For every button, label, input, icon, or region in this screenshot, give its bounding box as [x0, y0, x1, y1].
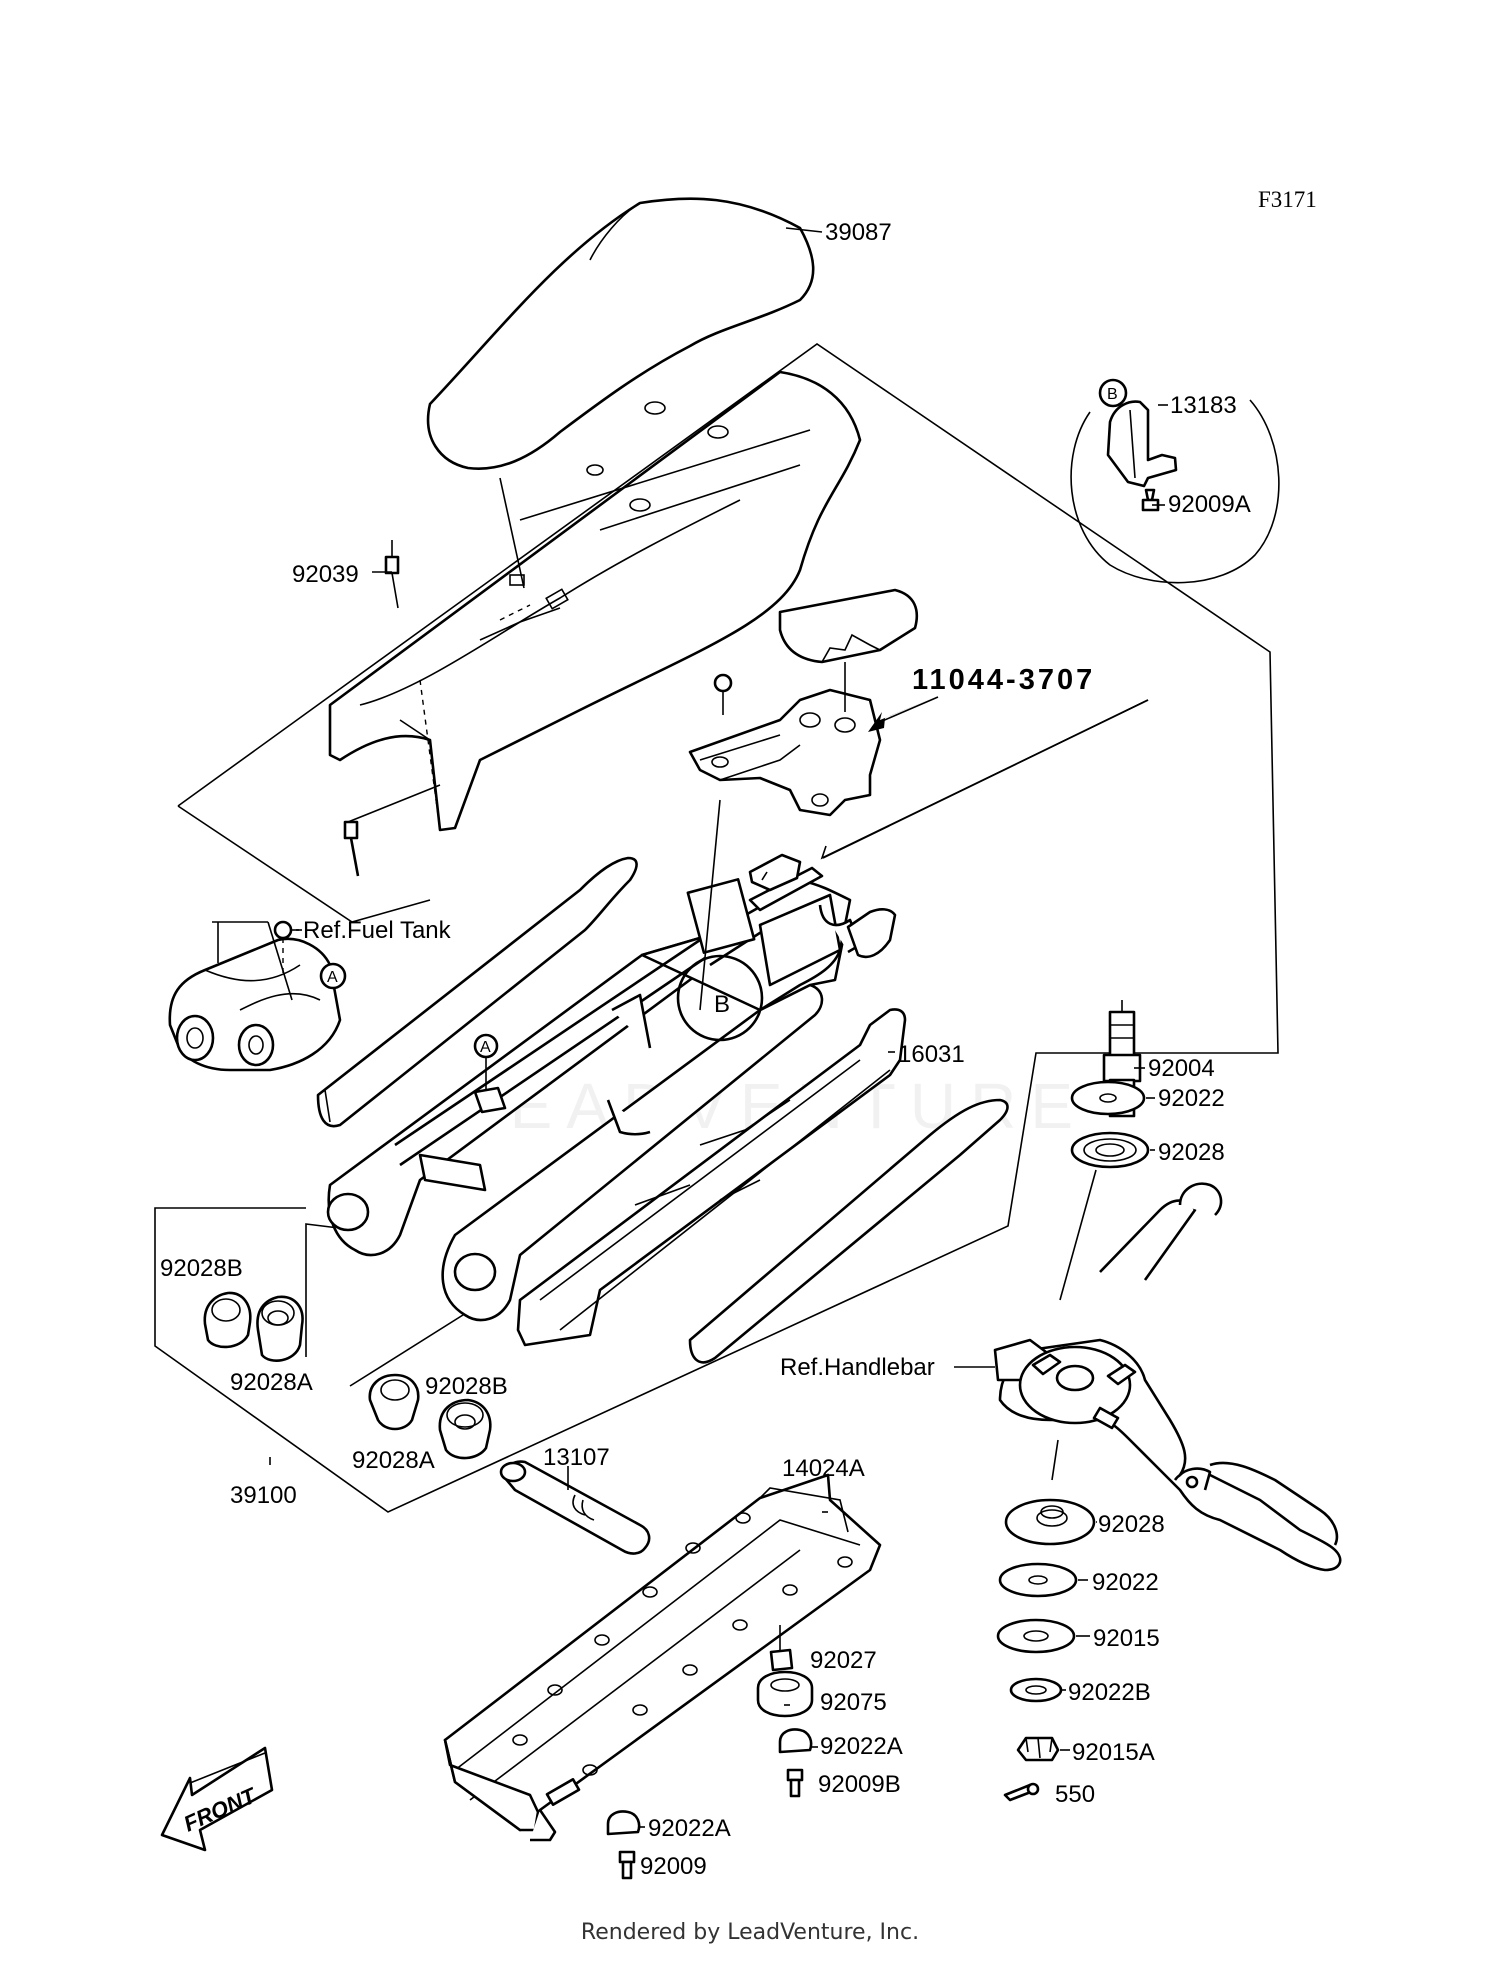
label-39087: 39087 [825, 219, 892, 246]
screw-92009 [618, 1850, 636, 1880]
frame-top-bracket [748, 853, 802, 892]
left-long-pad [316, 856, 638, 1128]
bushing-92028A-right [368, 1373, 420, 1431]
footer-credit: Rendered by LeadVenture, Inc. [580, 1920, 920, 1945]
handlebar [993, 1182, 1342, 1572]
label-13107: 13107 [543, 1444, 610, 1471]
label-92028B-right: 92028B [425, 1373, 508, 1400]
label-39100: 39100 [230, 1482, 297, 1509]
right-long-pad [688, 1098, 1009, 1364]
frame-point-b: B [714, 991, 730, 1018]
label-92009A: 92009A [1168, 491, 1251, 518]
spring-92028-top [1059, 1131, 1150, 1301]
label-92028B-left: 92028B [160, 1255, 243, 1282]
washer-92022-bottom [998, 1562, 1078, 1598]
bushing-92028B-left [203, 1291, 252, 1349]
callout-leaders [269, 227, 1168, 1828]
cotter-pin-550 [1003, 1782, 1040, 1802]
detail-b-circle: B [1070, 378, 1280, 584]
seat-base [328, 370, 862, 832]
assembly-11044-3707 [688, 588, 1149, 1011]
assembly-part-number: 11044-3707 [912, 664, 1095, 696]
label-16031: 16031 [898, 1041, 965, 1068]
bushing-92028A-left [256, 1295, 304, 1363]
label-92022-bottom: 92022 [1092, 1569, 1159, 1596]
screw-92009B [786, 1768, 804, 1798]
nut-92015A [1016, 1736, 1060, 1762]
callout-labels: 39087 92039 Ref.Fuel Tank A 13183 92009A… [160, 219, 1251, 1880]
label-92028-top: 92028 [1158, 1139, 1225, 1166]
label-92022-top: 92022 [1158, 1085, 1225, 1112]
label-92022B: 92022B [1068, 1679, 1151, 1706]
washer-92022A-2 [606, 1810, 641, 1836]
label-point-a-fuel: A [327, 969, 338, 986]
label-92022A-1: 92022A [820, 1733, 903, 1760]
washer-92022B [1009, 1677, 1063, 1703]
label-14024A: 14024A [782, 1455, 865, 1482]
pin-13107 [499, 1460, 651, 1555]
washer-92015 [996, 1618, 1076, 1654]
main-frame-39100 [326, 866, 862, 1322]
label-92015A: 92015A [1072, 1739, 1155, 1766]
label-92009B: 92009B [818, 1771, 901, 1798]
frame-point-a: A [473, 1033, 507, 1114]
label-13183: 13183 [1170, 392, 1237, 419]
label-92004: 92004 [1148, 1055, 1215, 1082]
label-92009: 92009 [640, 1853, 707, 1880]
washer-92022-top [1070, 1080, 1146, 1116]
svg-text:B: B [1107, 386, 1118, 403]
side-pad-16031 [516, 1008, 907, 1347]
label-92015: 92015 [1093, 1625, 1160, 1652]
bottom-plate-14024A [443, 1473, 882, 1842]
nut-92027 [769, 1648, 794, 1672]
frame-top-clip [846, 908, 897, 959]
bushing-92028B-right [438, 1398, 492, 1460]
svg-text:A: A [480, 1039, 491, 1056]
assembly-arrow [868, 696, 938, 732]
label-92028A-left: 92028A [230, 1369, 313, 1396]
svg-text:B: B [714, 991, 730, 1018]
spacer-92075 [756, 1670, 814, 1718]
label-92027: 92027 [810, 1647, 877, 1674]
label-92039: 92039 [292, 561, 359, 588]
label-92075: 92075 [820, 1689, 887, 1716]
fuel-tank-bracket [168, 920, 342, 1072]
label-92028A-right: 92028A [352, 1447, 435, 1474]
label-550: 550 [1055, 1781, 1095, 1808]
washer-92022A-1 [778, 1728, 813, 1754]
label-ref-fuel-tank: Ref.Fuel Tank [303, 917, 452, 944]
rivet-upper [384, 540, 400, 609]
label-92022A-2: 92022A [648, 1815, 731, 1842]
rivet-lower [343, 784, 441, 877]
label-92028-bottom: 92028 [1098, 1511, 1165, 1538]
diagram-code: F3171 [1258, 187, 1317, 212]
front-direction-arrow: FRONT [160, 1746, 274, 1852]
spring-92028-bottom [1004, 1498, 1096, 1546]
seat-cover-39087 [426, 197, 815, 470]
label-ref-handlebar: Ref.Handlebar [780, 1354, 935, 1381]
